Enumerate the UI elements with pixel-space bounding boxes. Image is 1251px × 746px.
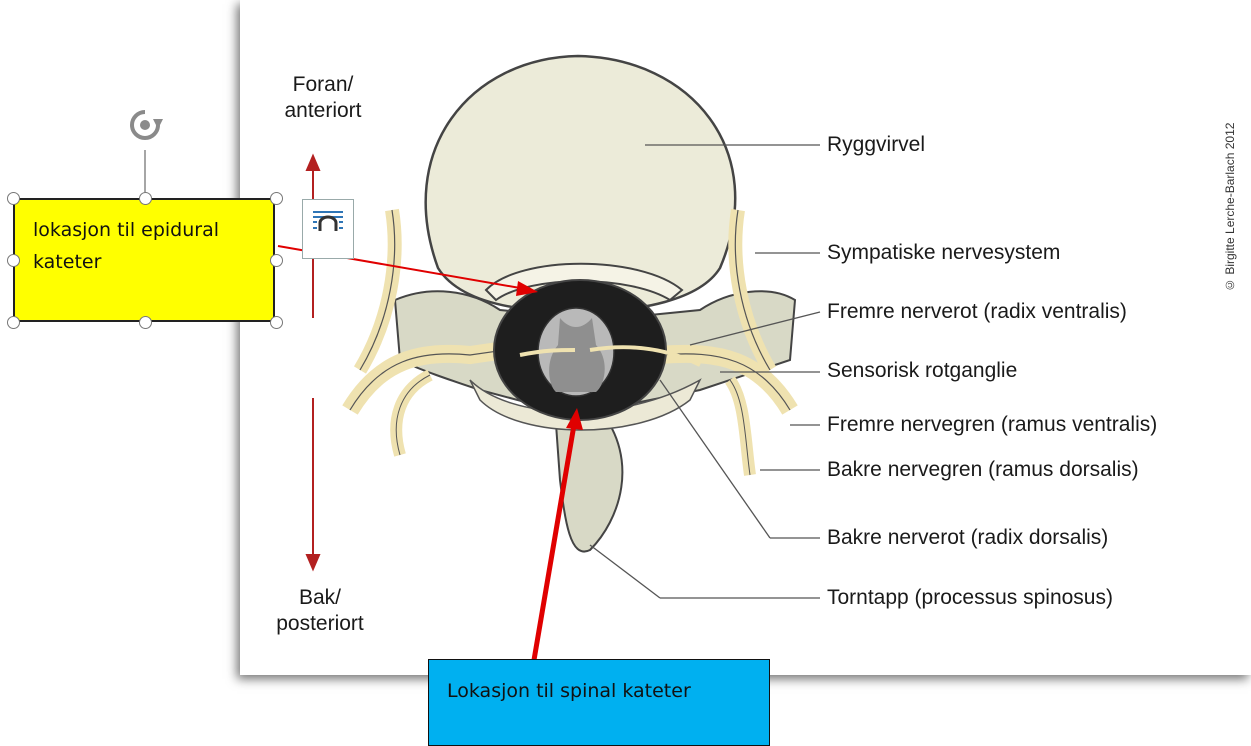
label-fremre-nervegren: Fremre nervegren (ramus ventralis): [827, 413, 1157, 437]
label-bakre-nervegren: Bakre nervegren (ramus dorsalis): [827, 458, 1139, 482]
resize-handle-bottom-left[interactable]: [7, 316, 20, 329]
direction-posterior: Bak/ posteriort: [260, 585, 380, 637]
resize-handle-bottom-right[interactable]: [270, 316, 283, 329]
layout-options-icon: [303, 200, 353, 258]
resize-handle-left[interactable]: [7, 254, 20, 267]
label-ryggvirvel: Ryggvirvel: [827, 133, 925, 157]
epidural-callout-line1: lokasjon til epidural: [33, 214, 273, 246]
label-fremre-nerverot: Fremre nerverot (radix ventralis): [827, 300, 1127, 324]
direction-anterior-line2: anteriort: [280, 98, 366, 124]
resize-handle-top-left[interactable]: [7, 192, 20, 205]
label-sympatiske: Sympatiske nervesystem: [827, 241, 1060, 265]
anatomy-figure[interactable]: Foran/ anteriort Bak/ posteriort Ryggvir…: [240, 0, 1251, 675]
vertebra-illustration: [240, 0, 1251, 675]
copyright-text: © Birgitte Lerche-Barlach 2012: [1223, 32, 1243, 292]
resize-handle-top-right[interactable]: [270, 192, 283, 205]
spinal-callout[interactable]: Lokasjon til spinal kateter: [428, 659, 770, 746]
label-bakre-nerverot: Bakre nerverot (radix dorsalis): [827, 526, 1108, 550]
epidural-callout[interactable]: lokasjon til epidural kateter: [13, 198, 275, 322]
direction-posterior-line1: Bak/: [260, 585, 380, 611]
layout-options-button[interactable]: [302, 199, 354, 259]
direction-anterior: Foran/ anteriort: [280, 72, 366, 124]
resize-handle-bottom[interactable]: [139, 316, 152, 329]
resize-handle-top[interactable]: [139, 192, 152, 205]
label-sensorisk: Sensorisk rotganglie: [827, 359, 1017, 383]
epidural-callout-line2: kateter: [33, 246, 273, 278]
label-torntapp: Torntapp (processus spinosus): [827, 586, 1113, 610]
direction-anterior-line1: Foran/: [280, 72, 366, 98]
rotate-handle-icon[interactable]: [123, 103, 167, 147]
direction-posterior-line2: posteriort: [260, 611, 380, 637]
resize-handle-right[interactable]: [270, 254, 283, 267]
